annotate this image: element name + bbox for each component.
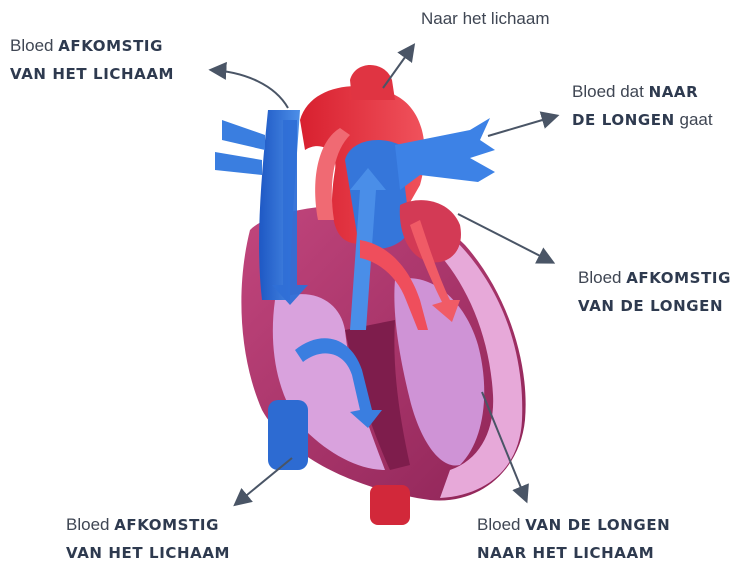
label-right-top-bold2: DE LONGEN: [572, 111, 675, 129]
label-right-top-plain2: gaat: [675, 110, 713, 129]
label-right-middle: Bloed AFKOMSTIG VAN DE LONGEN: [578, 264, 731, 320]
aorta-top: [350, 65, 395, 100]
label-top-left-bold1: AFKOMSTIG: [58, 37, 163, 55]
label-bottom-right-bold2: NAAR HET LICHAAM: [477, 544, 654, 562]
label-bottom-left: Bloed AFKOMSTIG VAN HET LICHAAM: [66, 511, 230, 567]
pointer-bottom-left: [236, 458, 292, 504]
label-right-middle-plain: Bloed: [578, 268, 626, 287]
pointer-right-top: [488, 116, 556, 136]
label-right-middle-bold2: VAN DE LONGEN: [578, 297, 723, 315]
label-top-text: Naar het lichaam: [421, 9, 550, 28]
label-right-middle-bold1: AFKOMSTIG: [626, 269, 731, 287]
descending-aorta: [370, 485, 410, 525]
label-top-left-bold2: VAN HET LICHAAM: [10, 65, 174, 83]
label-right-top-bold1: NAAR: [649, 83, 699, 101]
label-bottom-left-plain: Bloed: [66, 515, 114, 534]
label-bottom-right-bold1: VAN DE LONGEN: [525, 516, 670, 534]
label-top: Naar het lichaam: [421, 5, 550, 33]
pulmonary-veins-left: [215, 120, 265, 175]
label-bottom-left-bold2: VAN HET LICHAAM: [66, 544, 230, 562]
label-right-top: Bloed dat NAAR DE LONGEN gaat: [572, 78, 713, 134]
label-bottom-right: Bloed VAN DE LONGEN NAAR HET LICHAAM: [477, 511, 670, 567]
inferior-vena-cava: [268, 400, 308, 470]
label-right-top-plain1: Bloed dat: [572, 82, 649, 101]
label-bottom-right-plain: Bloed: [477, 515, 525, 534]
pointer-top-left: [212, 70, 288, 108]
label-bottom-left-bold1: AFKOMSTIG: [114, 516, 219, 534]
label-top-left-plain: Bloed: [10, 36, 58, 55]
label-top-left: Bloed AFKOMSTIG VAN HET LICHAAM: [10, 32, 174, 88]
pointer-top: [383, 46, 413, 88]
